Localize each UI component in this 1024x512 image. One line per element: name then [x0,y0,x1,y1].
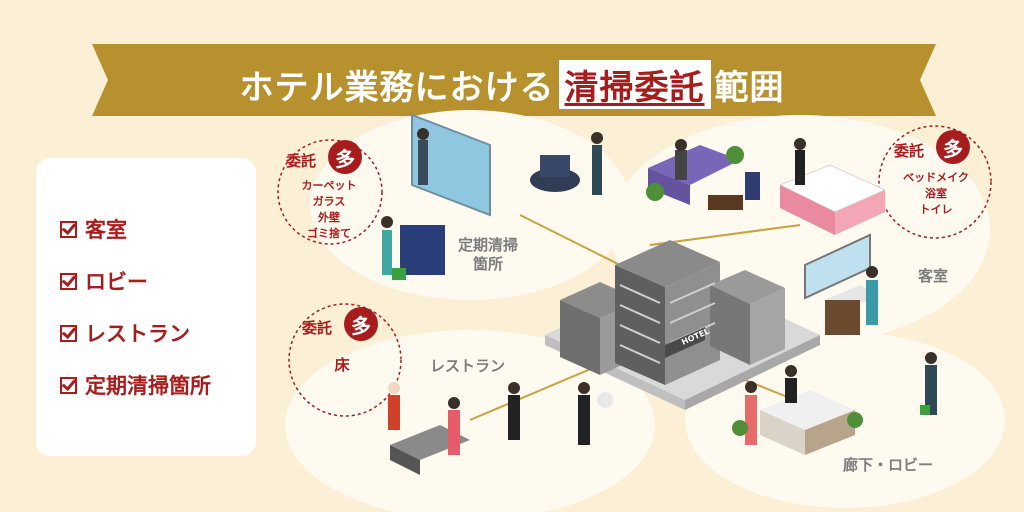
page-title: ホテル業務における 清掃委託 範囲 [150,58,874,110]
badge-title: 委託 [286,152,317,170]
checkbox-icon [60,220,77,238]
guest-room-commission-items: ベッドメイク 浴室 トイレ [903,171,969,216]
guest-room-area-label: 客室 [918,267,949,285]
corridor-area-label: 廊下・ロビー [843,456,934,474]
kitchen-counter-scene [388,382,470,475]
badge-mark: 多 [936,130,970,164]
hotel-building [545,240,820,410]
badge-title: 委託 [894,142,925,160]
checklist-label: 定期清掃箇所 [85,374,211,398]
waitstaff-scene [508,382,613,445]
restaurant-badge-ring [288,303,402,417]
checkbox-icon [60,376,77,394]
periodic-badge-ring [277,139,383,245]
checkbox-icon [60,324,77,342]
cleaner-scene [920,352,937,415]
checkbox-icon [60,272,77,290]
badge-mark: 多 [344,307,378,341]
periodic-area-label: 定期清掃 箇所 [458,236,519,273]
sofa-scene [646,139,760,210]
guest-room-badge-ring [878,125,992,239]
front-desk-scene [732,365,863,455]
badge-title: 委託 [302,319,333,337]
window-cleaning-scene [411,113,491,217]
restaurant-area-circle [285,330,655,512]
checklist-item: レストラン [60,318,256,348]
restaurant-commission-items: 床 [334,356,350,374]
trash-cart-scene [381,216,445,280]
checklist-item: ロビー [60,266,256,296]
checklist-label: ロビー [85,270,148,294]
checklist-label: レストラン [85,322,190,346]
title-highlight: 清掃委託 [558,59,711,109]
periodic-commission-items: カーペット ガラス 外壁 ゴミ捨て [301,179,357,240]
floor-machine-scene [530,132,603,195]
badge-mark: 多 [328,140,362,174]
bathroom-scene [804,233,880,335]
title-prefix: ホテル業務における [239,67,555,108]
title-suffix: 範囲 [714,67,785,108]
checklist-item: 定期清掃箇所 [60,370,256,400]
title-banner [92,44,936,116]
restaurant-area-label: レストラン [430,357,506,375]
bed-scene [778,138,887,235]
checklist-card: 客室 ロビー レストラン 定期清掃箇所 [36,158,256,456]
checklist-label: 客室 [85,218,127,242]
checklist-item: 客室 [60,214,256,244]
